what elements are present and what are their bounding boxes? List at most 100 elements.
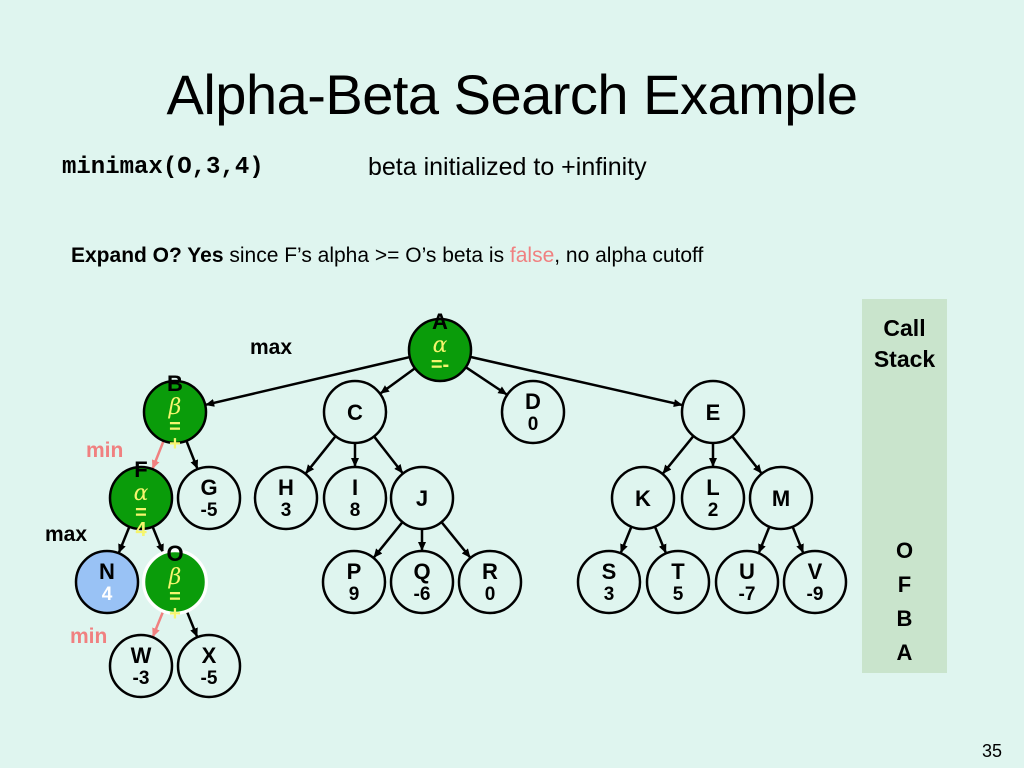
level-label-min: min (70, 625, 107, 648)
node-label: U (739, 559, 755, 584)
node-label: W (131, 643, 152, 668)
level-label-max: max (250, 336, 292, 359)
node-circle (321, 549, 387, 615)
tree-node-I: I8 (322, 465, 388, 531)
call-stack-panel: Call Stack O F B A (862, 299, 947, 673)
edge-O-W (151, 610, 165, 638)
bound-symbol: β (168, 565, 182, 590)
edge-M-V (791, 526, 805, 554)
tree-node-A: Aα=- (407, 309, 473, 383)
tree-node-M: M (748, 465, 814, 531)
node-circle (108, 633, 174, 699)
tree-node-T: T5 (645, 549, 711, 615)
node-value: 0 (485, 584, 496, 605)
tree-node-X: X-5 (176, 633, 242, 699)
call-stack-title-line2: Stack (873, 346, 936, 372)
tree-node-B: Bβ+= (142, 371, 208, 455)
node-label: S (602, 559, 617, 584)
node-circle (714, 549, 780, 615)
node-circle (407, 317, 473, 383)
node-circle (389, 465, 455, 531)
node-label: Q (413, 559, 430, 584)
edge-E-K (662, 435, 695, 474)
edge-E-M (731, 435, 763, 474)
level-label-min: min (86, 439, 123, 462)
tree-node-V: V-9 (782, 549, 848, 615)
tree-node-O: Oβ += (142, 541, 208, 625)
call-note: beta initialized to +infinity (368, 153, 647, 181)
page-number: 35 (981, 741, 1002, 761)
edge-F-O (151, 526, 165, 554)
node-circle (108, 465, 174, 531)
tree-node-C: C (322, 379, 388, 445)
node-label: M (772, 486, 790, 511)
node-label: V (808, 559, 823, 584)
node-label: J (416, 486, 428, 511)
node-label: N (99, 559, 115, 584)
edge-J-R (440, 521, 471, 558)
expand-text-1: since F’s alpha >= O’s beta is (223, 244, 510, 267)
edge-K-T (653, 526, 667, 554)
edge-F-N (117, 526, 131, 554)
node-circle (645, 549, 711, 615)
bound-value: = (169, 416, 181, 438)
call-stack-item: F (897, 572, 912, 597)
call-stack-item: A (896, 640, 913, 665)
bound-value: = (135, 502, 147, 524)
tree-node-Q: Q-6 (389, 549, 455, 615)
tree-node-L: L2 (680, 465, 746, 531)
tree-node-H: H3 (253, 465, 319, 531)
node-circle (176, 465, 242, 531)
node-circle (500, 379, 566, 445)
edge-A-E (469, 355, 683, 408)
node-label: E (706, 400, 721, 425)
tree-node-D: D0 (500, 379, 566, 445)
node-circle (74, 549, 140, 615)
node-value: 3 (604, 584, 615, 605)
edge-J-P (373, 521, 404, 558)
tree-node-F: Fα4= (108, 457, 174, 541)
node-circle (457, 549, 523, 615)
edge-A-D (465, 366, 508, 396)
call-stack-title: Call Stack (862, 313, 947, 375)
expand-text-2: , no alpha cutoff (554, 244, 704, 267)
bound-value: = (169, 586, 181, 608)
bound-value-sign: + (169, 603, 181, 625)
expand-question: Expand O? Yes (71, 244, 224, 267)
node-value: 0 (528, 414, 539, 435)
tree-node-N: N4 (74, 549, 140, 615)
node-value: 4 (102, 584, 113, 605)
node-value: 3 (281, 500, 292, 521)
tree-node-G: G-5 (176, 465, 242, 531)
node-circle (680, 379, 746, 445)
node-label: I (352, 475, 358, 500)
edge-A-B (205, 355, 411, 407)
function-call: minimax(O,3,4) (62, 154, 264, 181)
bound-value-sign: + (169, 433, 181, 455)
edge-B-F (151, 440, 165, 470)
call-stack-item: B (896, 606, 913, 631)
node-circle (782, 549, 848, 615)
node-circle (748, 465, 814, 531)
tree-node-P: P9 (321, 549, 387, 615)
level-label-max: max (45, 523, 87, 546)
edge-O-X (185, 610, 199, 638)
node-value: -9 (807, 584, 824, 605)
bound-symbol: α (134, 481, 149, 506)
node-label: X (202, 643, 217, 668)
node-value: 2 (708, 500, 719, 521)
bound-symbol: α (433, 333, 448, 358)
node-circle (176, 633, 242, 699)
node-circle (253, 465, 319, 531)
node-label: P (347, 559, 362, 584)
call-stack-title-line1: Call (883, 315, 926, 341)
call-stack-item: O (895, 538, 914, 563)
node-label: L (706, 475, 719, 500)
node-value: -7 (739, 584, 756, 605)
edge-A-C (380, 367, 416, 395)
edge-M-U (757, 526, 771, 554)
node-value: -6 (414, 584, 431, 605)
node-label: O (166, 541, 183, 566)
edge-B-G (185, 440, 199, 470)
